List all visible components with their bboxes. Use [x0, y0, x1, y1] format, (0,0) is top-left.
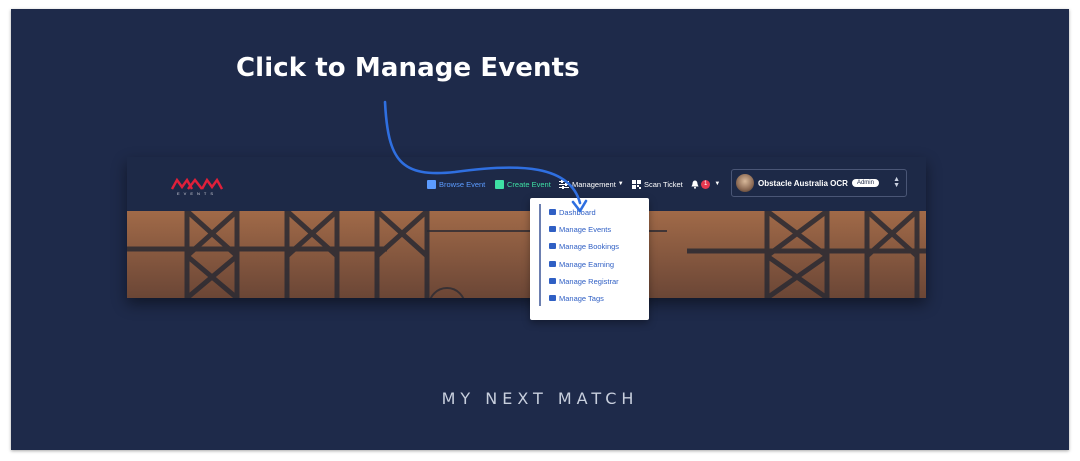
dropdown-item-label: Manage Earning: [559, 259, 615, 269]
navbar: EVENTS Browse Event Create Event Managem…: [127, 157, 926, 211]
dropdown-item-label: Manage Events: [559, 224, 612, 234]
logo-subtext: EVENTS: [176, 191, 217, 196]
dropdown-item-manage-registrar[interactable]: Manage Registrar: [549, 275, 619, 287]
scan-ticket-link[interactable]: Scan Ticket: [632, 178, 683, 190]
notifications-button[interactable]: 1 ▼: [691, 178, 720, 190]
management-label: Management: [572, 179, 616, 189]
role-badge: Admin: [851, 179, 879, 187]
banner-image: [127, 211, 926, 298]
qrcode-icon: [632, 179, 641, 189]
calendar-icon: [549, 226, 556, 232]
dropdown-item-manage-bookings[interactable]: Manage Bookings: [549, 240, 619, 252]
footer-title: MY NEXT MATCH: [441, 389, 639, 408]
scan-ticket-label: Scan Ticket: [644, 179, 683, 189]
calendar-plus-icon: [495, 179, 504, 189]
credit-card-icon: [549, 261, 556, 267]
create-event-link[interactable]: Create Event: [495, 178, 551, 190]
bell-icon: [691, 180, 699, 189]
dropdown-item-manage-earning[interactable]: Manage Earning: [549, 258, 614, 270]
browse-event-label: Browse Event: [439, 179, 486, 189]
dropdown-item-label: Dashboard: [559, 207, 596, 217]
user-tag-icon: [549, 295, 556, 301]
chevron-down-icon: ▼: [617, 181, 624, 187]
gauge-icon: [549, 209, 556, 215]
management-dropdown: Dashboard Manage Events Manage Bookings …: [530, 198, 649, 320]
user-name: Obstacle Australia OCR: [758, 178, 848, 188]
dropdown-item-label: Manage Bookings: [559, 241, 620, 251]
calendar-icon: [427, 179, 436, 189]
chevron-up-down-icon: ▲▼: [893, 176, 900, 189]
user-account-selector[interactable]: Obstacle Australia OCR Admin ▲▼: [731, 169, 907, 197]
dropdown-item-label: Manage Tags: [559, 293, 604, 303]
dropdown-item-manage-tags[interactable]: Manage Tags: [549, 292, 604, 304]
create-event-label: Create Event: [507, 179, 551, 189]
copy-icon: [549, 278, 556, 284]
ticket-icon: [549, 243, 556, 249]
notification-badge: 1: [701, 179, 711, 189]
avatar: [736, 174, 754, 192]
logo: [171, 177, 223, 190]
dropdown-item-manage-events[interactable]: Manage Events: [549, 223, 611, 235]
headline: Click to Manage Events: [236, 53, 580, 83]
dropdown-item-dashboard[interactable]: Dashboard: [549, 206, 596, 218]
tutorial-slide: Click to Manage Events EVENTS Browse Eve…: [11, 9, 1069, 450]
chevron-down-icon: ▼: [714, 181, 721, 187]
banner-truss-graphic: [127, 211, 926, 298]
dropdown-item-label: Manage Registrar: [559, 276, 619, 286]
app-screenshot: EVENTS Browse Event Create Event Managem…: [127, 157, 926, 298]
dropdown-rail: [539, 204, 541, 306]
browse-event-link[interactable]: Browse Event: [427, 178, 485, 190]
